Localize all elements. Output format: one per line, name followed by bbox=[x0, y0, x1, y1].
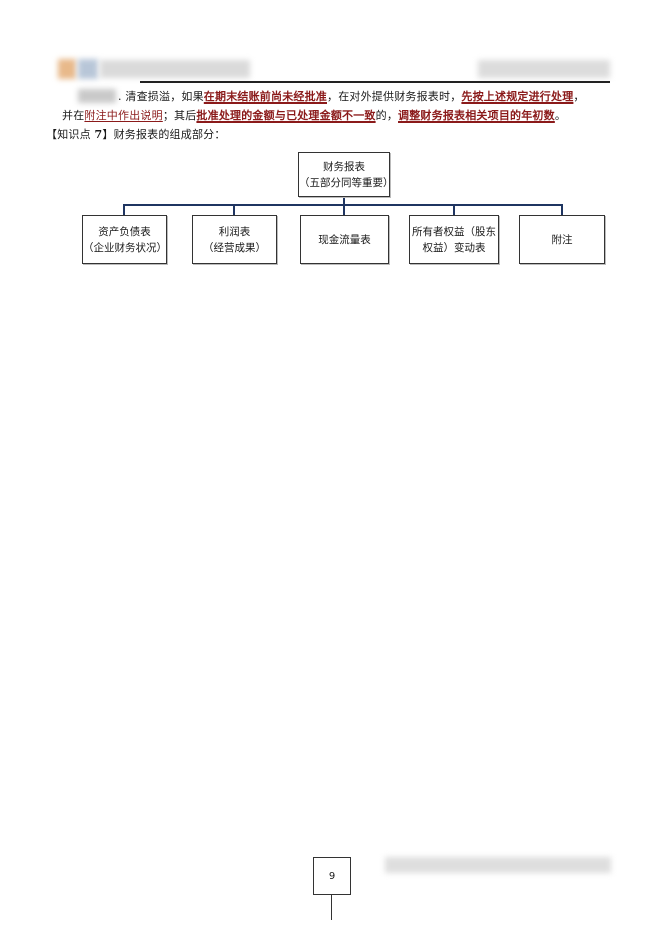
diagram-box-income-statement: 利润表 （经营成果） bbox=[192, 215, 277, 264]
kp-text: 财务报表的组成部分： bbox=[113, 128, 226, 141]
box-4-line-1: 所有者权益（股东 bbox=[412, 225, 496, 238]
footer-right-blur bbox=[385, 857, 611, 873]
box-1-line-2: （企业财务状况） bbox=[83, 241, 167, 254]
connector-child-1 bbox=[123, 204, 125, 215]
header-right-blur bbox=[478, 60, 610, 78]
header-rule bbox=[140, 81, 610, 83]
diagram-root-box: 财务报表 （五部分同等重要） bbox=[298, 152, 394, 197]
header-logo-blur-2 bbox=[78, 59, 98, 79]
box-2-line-1: 利润表 bbox=[218, 225, 251, 238]
paragraph-line-2: 并在附注中作出说明；其后批准处理的金额与已处理金额不一致的，调整财务报表相关项目… bbox=[62, 109, 566, 123]
paragraph-line-1: . 清查损溢，如果在期末结账前尚未经批准，在对外提供财务报表时，先按上述规定进行… bbox=[118, 90, 585, 104]
connector-child-2 bbox=[233, 204, 235, 215]
line2-underline-2: 批准处理的金额与已处理金额不一致 bbox=[196, 109, 376, 122]
connector-root-stem bbox=[343, 196, 345, 205]
kp-number: 7 bbox=[94, 128, 103, 141]
box-4-line-2: 权益）变动表 bbox=[422, 241, 486, 254]
connector-child-4 bbox=[453, 204, 455, 215]
line1-underline-2: 先按上述规定进行处理 bbox=[461, 90, 574, 103]
knowledge-point-heading: 【知识点 7】财务报表的组成部分： bbox=[46, 128, 226, 142]
line2-mid2: 的， bbox=[375, 109, 399, 122]
line1-pre: . 清查损溢，如果 bbox=[118, 90, 204, 103]
diagram-box-equity-changes: 所有者权益（股东 权益）变动表 bbox=[409, 215, 499, 264]
line1-mid: ，在对外提供财务报表时， bbox=[327, 90, 462, 103]
box-3-line-1: 现金流量表 bbox=[318, 233, 371, 246]
page-number: 9 bbox=[328, 870, 336, 882]
page-number-stem bbox=[331, 894, 332, 920]
connector-child-5 bbox=[561, 204, 563, 215]
kp-bracket-open: 【知识点 bbox=[46, 128, 95, 141]
line2-underline-3: 调整财务报表相关项目的年初数 bbox=[398, 109, 555, 122]
box-1-line-1: 资产负债表 bbox=[98, 225, 151, 238]
diagram-box-balance-sheet: 资产负债表 （企业财务状况） bbox=[82, 215, 167, 264]
kp-bracket-close: 】 bbox=[102, 128, 114, 141]
page-number-box: 9 bbox=[313, 857, 351, 895]
redacted-prefix bbox=[78, 89, 116, 103]
header-title-blur bbox=[100, 60, 250, 78]
root-title: 财务报表 bbox=[323, 160, 365, 173]
line2-mid1: ；其后 bbox=[162, 109, 197, 122]
connector-child-3 bbox=[343, 204, 345, 215]
header-logo-blur bbox=[58, 59, 76, 79]
diagram-box-notes: 附注 bbox=[519, 215, 605, 264]
line2-post: 。 bbox=[554, 109, 567, 122]
root-subtitle: （五部分同等重要） bbox=[299, 176, 394, 189]
line2-pre: 并在 bbox=[62, 109, 85, 122]
line1-post: ， bbox=[573, 90, 585, 103]
diagram-box-cash-flow: 现金流量表 bbox=[300, 215, 389, 264]
box-2-line-2: （经营成果） bbox=[203, 241, 266, 254]
line2-underline-1: 附注中作出说明 bbox=[84, 109, 163, 122]
box-5-line-1: 附注 bbox=[551, 233, 573, 246]
line1-underline-1: 在期末结账前尚未经批准 bbox=[203, 90, 327, 103]
